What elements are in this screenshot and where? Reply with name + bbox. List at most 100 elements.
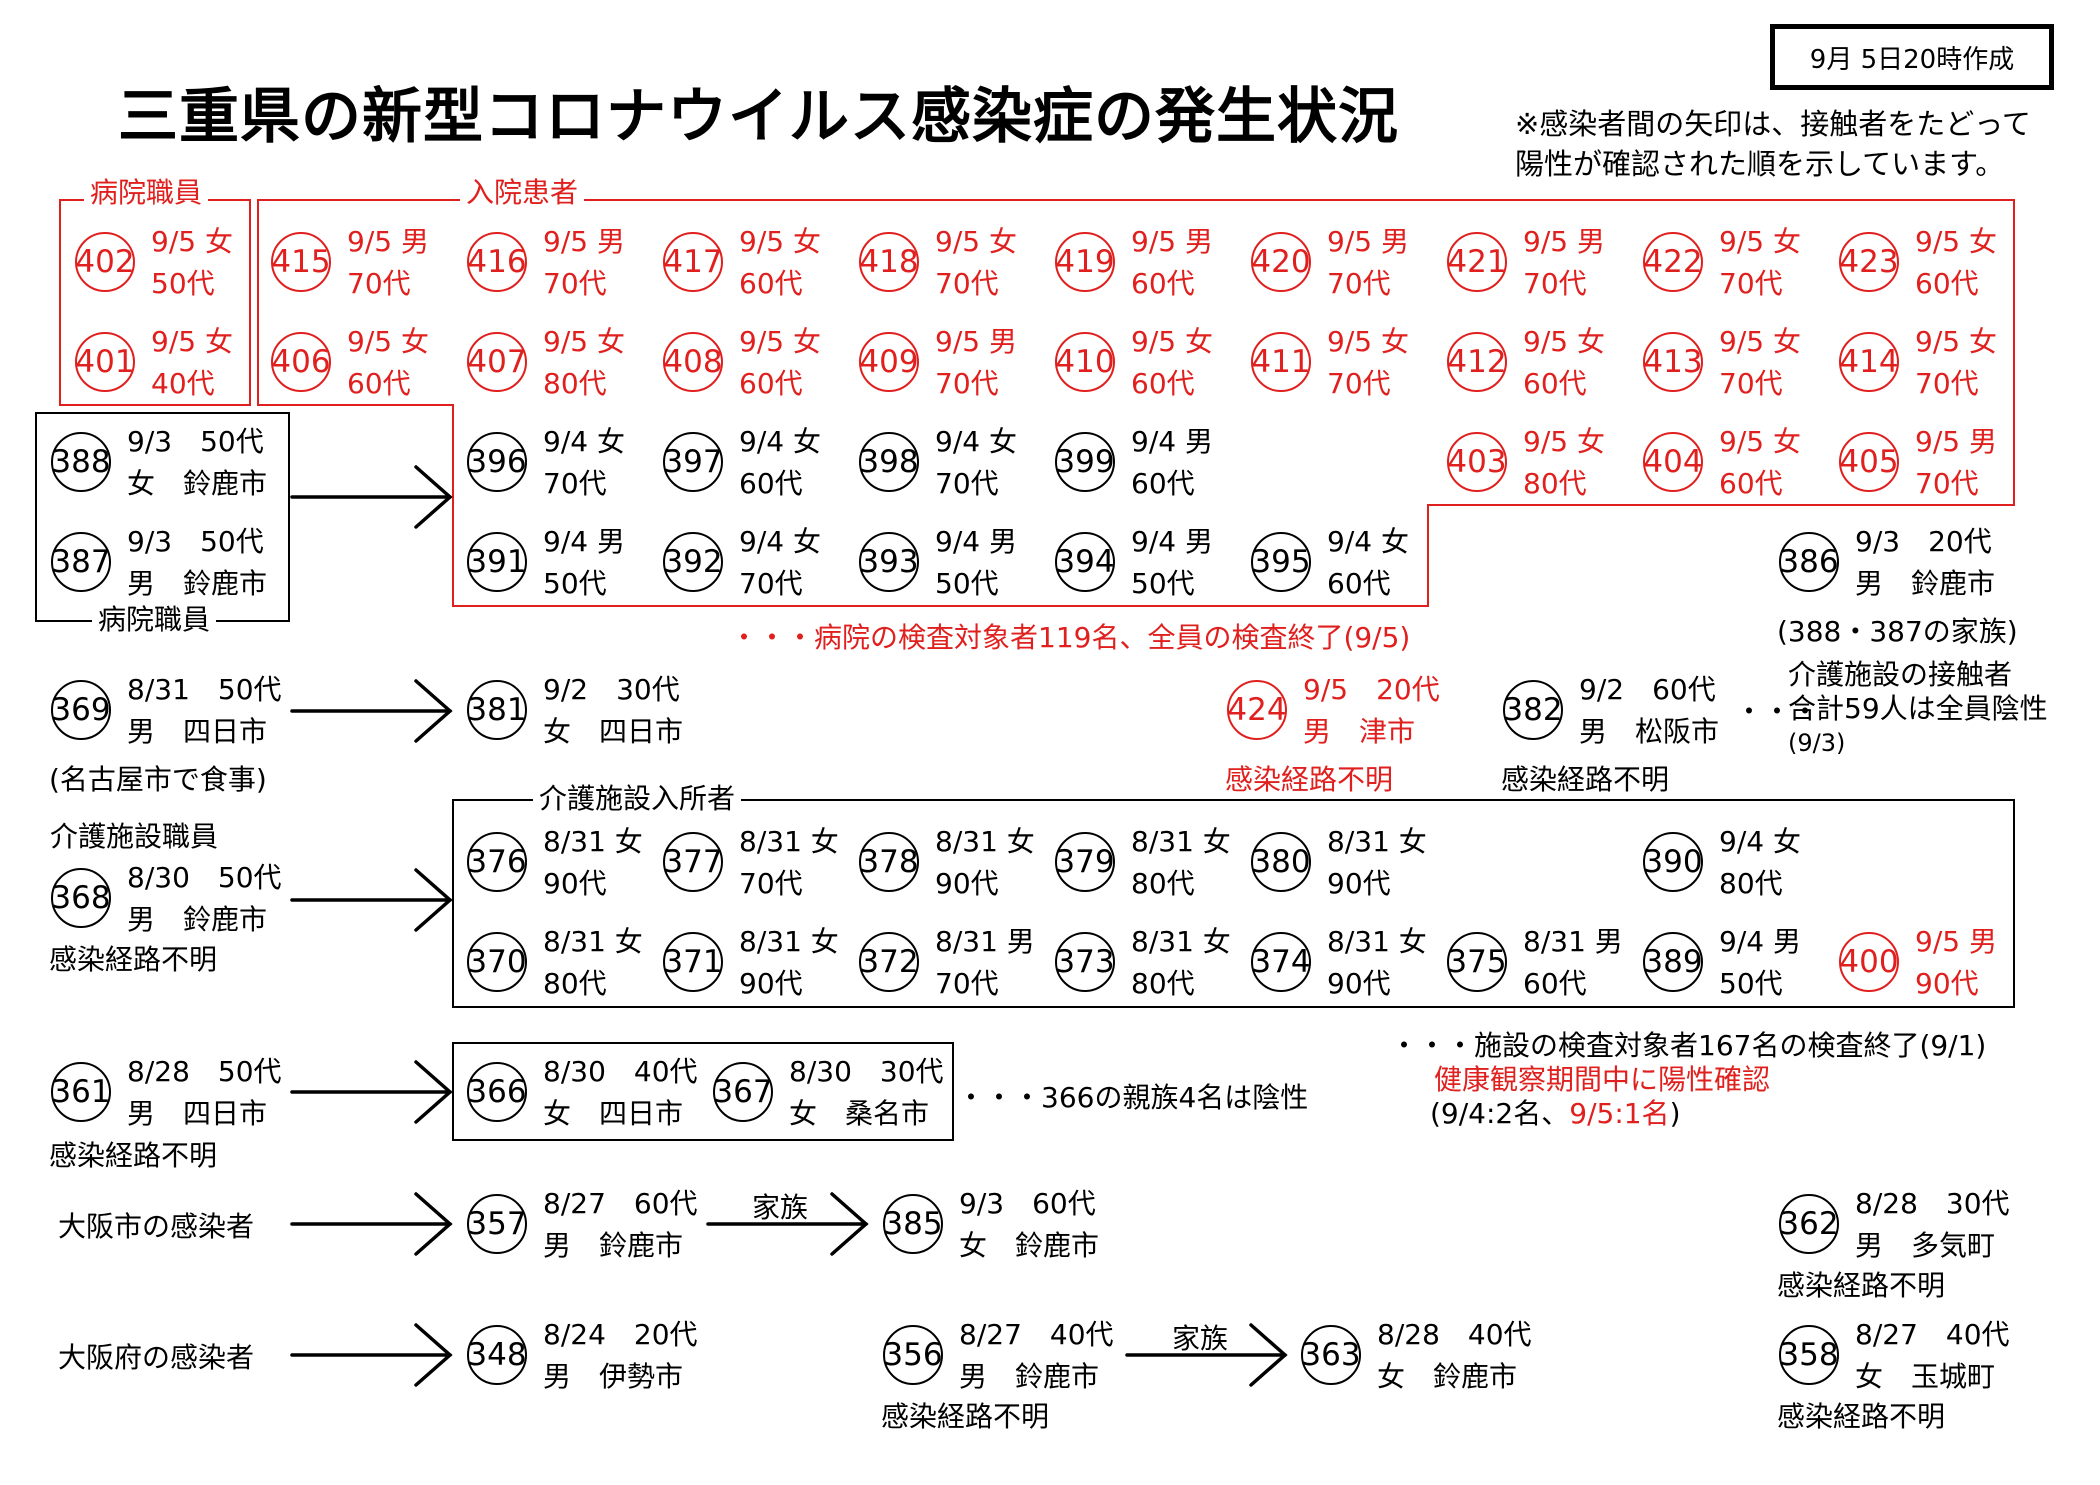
case-number: 411 bbox=[1251, 332, 1311, 392]
note-facility-tested: ・・・施設の検査対象者167名の検査終了(9/1) bbox=[1390, 1029, 1987, 1062]
case-number: 357 bbox=[467, 1194, 527, 1254]
case-date-age: 9/5 20代 bbox=[1303, 673, 1440, 706]
case-number: 371 bbox=[663, 932, 723, 992]
case-number: 374 bbox=[1251, 932, 1311, 992]
case-number: 362 bbox=[1779, 1194, 1839, 1254]
label-osaka-pref: 大阪府の感染者 bbox=[58, 1341, 255, 1374]
case-note: 感染経路不明 bbox=[1501, 763, 1670, 796]
case-date-sex: 9/4 男 bbox=[1131, 425, 1213, 458]
case-number: 367 bbox=[713, 1062, 773, 1122]
case-date-age: 8/30 30代 bbox=[789, 1055, 944, 1088]
case-number: 356 bbox=[883, 1325, 943, 1385]
case-number: 404 bbox=[1643, 432, 1703, 492]
case-date-sex: 9/4 男 bbox=[935, 525, 1017, 558]
case-age: 70代 bbox=[1915, 467, 1979, 500]
label-family-2: 家族 bbox=[1172, 1322, 1229, 1355]
case-date-sex: 9/5 男 bbox=[347, 225, 429, 258]
case-date-sex: 9/4 女 bbox=[1327, 525, 1409, 558]
case-age: 50代 bbox=[1131, 567, 1195, 600]
case-age: 50代 bbox=[1719, 967, 1783, 1000]
case-number: 419 bbox=[1055, 232, 1115, 292]
case-sex-city: 男 鈴鹿市 bbox=[127, 567, 268, 600]
case-date-sex: 9/5 女 bbox=[1523, 425, 1605, 458]
group-label-inpatients: 入院患者 bbox=[460, 178, 585, 208]
case-number: 398 bbox=[859, 432, 919, 492]
case-date-sex: 9/5 女 bbox=[739, 325, 821, 358]
case-number: 414 bbox=[1839, 332, 1899, 392]
case-number: 368 bbox=[51, 868, 111, 928]
case-date-sex: 9/4 女 bbox=[1719, 825, 1801, 858]
case-note: (388・387の家族) bbox=[1777, 615, 2018, 648]
arrow-head-osaka-pref-348 bbox=[414, 1323, 453, 1387]
case-age: 60代 bbox=[1131, 467, 1195, 500]
case-number: 369 bbox=[51, 680, 111, 740]
case-sex-city: 女 鈴鹿市 bbox=[959, 1229, 1100, 1262]
case-number: 366 bbox=[467, 1062, 527, 1122]
case-number: 415 bbox=[271, 232, 331, 292]
case-age: 90代 bbox=[739, 967, 803, 1000]
case-date-sex: 9/5 女 bbox=[1719, 325, 1801, 358]
case-date-age: 9/3 50代 bbox=[127, 525, 264, 558]
case-number: 391 bbox=[467, 532, 527, 592]
case-age: 80代 bbox=[1719, 867, 1783, 900]
case-age: 70代 bbox=[1327, 367, 1391, 400]
case-number: 412 bbox=[1447, 332, 1507, 392]
case-number: 380 bbox=[1251, 832, 1311, 892]
case-number: 416 bbox=[467, 232, 527, 292]
case-date-age: 8/30 40代 bbox=[543, 1055, 698, 1088]
case-date-sex: 8/31 女 bbox=[739, 825, 839, 858]
case-number: 386 bbox=[1779, 532, 1839, 592]
case-date-sex: 9/5 男 bbox=[1327, 225, 1409, 258]
case-note: 感染経路不明 bbox=[1777, 1269, 1946, 1302]
case-date-sex: 9/5 女 bbox=[1523, 325, 1605, 358]
note-care-contacts: 介護施設の接触者 合計59人は全員陰性 (9/3) bbox=[1788, 658, 2048, 760]
case-age: 50代 bbox=[151, 267, 215, 300]
case-date-age: 8/27 40代 bbox=[959, 1318, 1114, 1351]
case-sex-city: 女 鈴鹿市 bbox=[127, 467, 268, 500]
case-age: 90代 bbox=[1327, 867, 1391, 900]
case-number: 377 bbox=[663, 832, 723, 892]
case-sex-city: 男 四日市 bbox=[127, 715, 268, 748]
case-number: 399 bbox=[1055, 432, 1115, 492]
case-date-sex: 9/5 女 bbox=[1719, 425, 1801, 458]
case-age: 60代 bbox=[739, 267, 803, 300]
case-date-sex: 8/31 女 bbox=[1327, 925, 1427, 958]
note-hospital-tested: ・・・病院の検査対象者119名、全員の検査終了(9/5) bbox=[730, 621, 1411, 654]
date-label: 9月 5日20時作成 bbox=[1770, 24, 2054, 90]
case-date-age: 9/3 60代 bbox=[959, 1187, 1096, 1220]
case-date-sex: 9/5 女 bbox=[347, 325, 429, 358]
case-age: 70代 bbox=[543, 267, 607, 300]
case-number: 348 bbox=[467, 1325, 527, 1385]
case-date-sex: 9/5 女 bbox=[739, 225, 821, 258]
case-sex-city: 男 鈴鹿市 bbox=[959, 1360, 1100, 1393]
case-age: 80代 bbox=[543, 367, 607, 400]
case-sex-city: 男 鈴鹿市 bbox=[543, 1229, 684, 1262]
case-age: 70代 bbox=[935, 467, 999, 500]
page-title: 三重県の新型コロナウイルス感染症の発生状況 bbox=[118, 82, 1399, 152]
case-age: 60代 bbox=[1719, 467, 1783, 500]
case-date-sex: 9/5 女 bbox=[1915, 325, 1997, 358]
case-date-sex: 9/5 女 bbox=[1327, 325, 1409, 358]
